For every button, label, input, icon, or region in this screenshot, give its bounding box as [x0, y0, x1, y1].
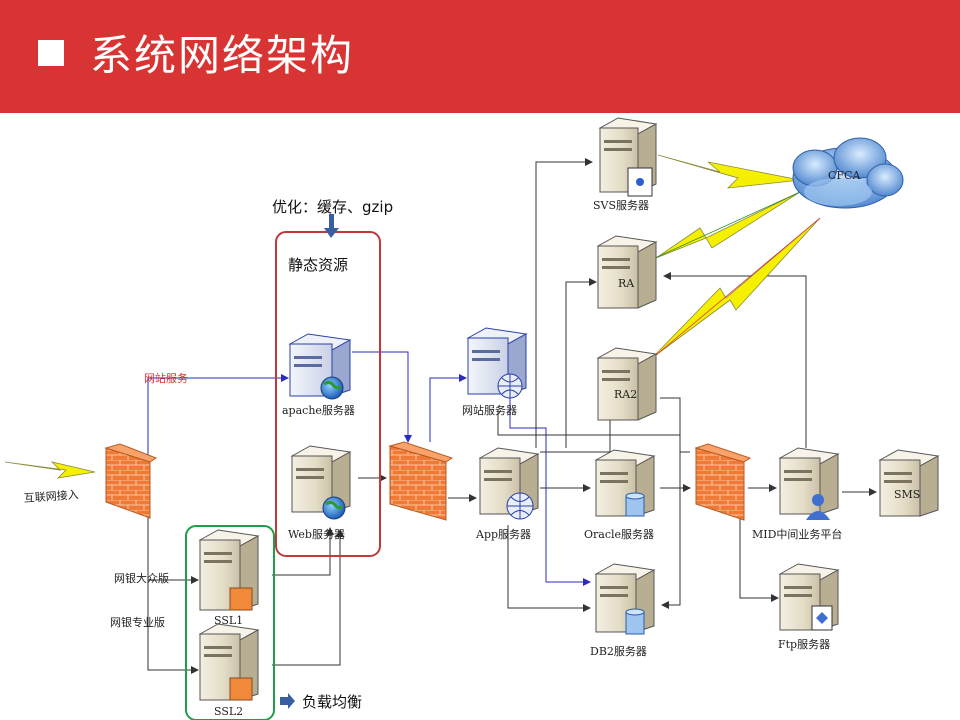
website-service-label: 网站服务: [144, 371, 188, 385]
app-server-icon: [478, 447, 540, 520]
mid-label: MID中间业务平台: [752, 527, 842, 541]
ra2-server-icon: [596, 347, 658, 421]
firewall-internet-icon: [104, 443, 158, 519]
internet-access-label: 互联网接入: [23, 488, 79, 505]
website-server-icon: [466, 327, 528, 399]
public-edition-label: 网银大众版: [114, 571, 169, 585]
oracle-label: Oracle服务器: [584, 528, 654, 541]
ra-label: RA: [618, 277, 635, 290]
network-diagram: CFCA SVS服务器 RA RA2 apache服务器: [4, 117, 940, 720]
square-bullet-icon: [38, 40, 64, 66]
sms-label: SMS: [894, 488, 920, 501]
ssl2-server-icon: [198, 623, 260, 701]
ftp-label: Ftp服务器: [778, 638, 830, 651]
internet-bolt-icon: [4, 461, 96, 479]
page-title: 系统网络架构: [90, 31, 355, 80]
web-label: Web服务器: [288, 528, 345, 541]
ssl1-server-icon: [198, 529, 260, 611]
optimize-note: 优化：缓存、gzip: [272, 198, 393, 216]
down-arrow-icon: [324, 228, 339, 238]
lightning-bolts: [4, 154, 821, 479]
load-balance-note: 负载均衡: [302, 693, 362, 711]
svs-server-icon: [598, 117, 658, 197]
web-server-icon: [290, 445, 352, 520]
svs-cfca-bolt-icon: [657, 154, 801, 189]
static-resources-note: 静态资源: [288, 256, 348, 274]
firewall-internal-icon: [694, 443, 752, 521]
db2-label: DB2服务器: [590, 645, 647, 658]
website-label: 网站服务器: [462, 403, 517, 417]
svs-label: SVS服务器: [593, 199, 649, 212]
slide-header: 系统网络架构: [0, 0, 960, 113]
optimize-arrow-shaft: [329, 214, 334, 230]
ra-server-icon: [596, 235, 658, 309]
apache-label: apache服务器: [282, 404, 355, 417]
connection-lines: [147, 158, 877, 674]
apache-server-icon: [288, 333, 352, 400]
ra2-cfca-red-link: [649, 217, 821, 361]
app-label: App服务器: [475, 528, 531, 541]
load-balance-box: [185, 525, 275, 720]
cfca-cloud-icon: [792, 137, 904, 209]
mid-server-icon: [778, 447, 840, 520]
sms-server-icon: [878, 449, 940, 517]
right-arrow-icon: [280, 693, 295, 709]
ftp-server-icon: [778, 563, 840, 631]
ra-cfca-green-link: [654, 191, 801, 259]
cfca-label: CFCA: [828, 169, 861, 182]
pro-edition-label: 网银专业版: [110, 615, 165, 629]
ssl2-label: SSL2: [214, 705, 243, 718]
ra2-label: RA2: [614, 388, 637, 401]
firewall-dmz-icon: [388, 441, 454, 521]
ssl1-label: SSL1: [214, 614, 243, 627]
db2-server-icon: [594, 563, 656, 635]
oracle-server-icon: [594, 449, 656, 517]
